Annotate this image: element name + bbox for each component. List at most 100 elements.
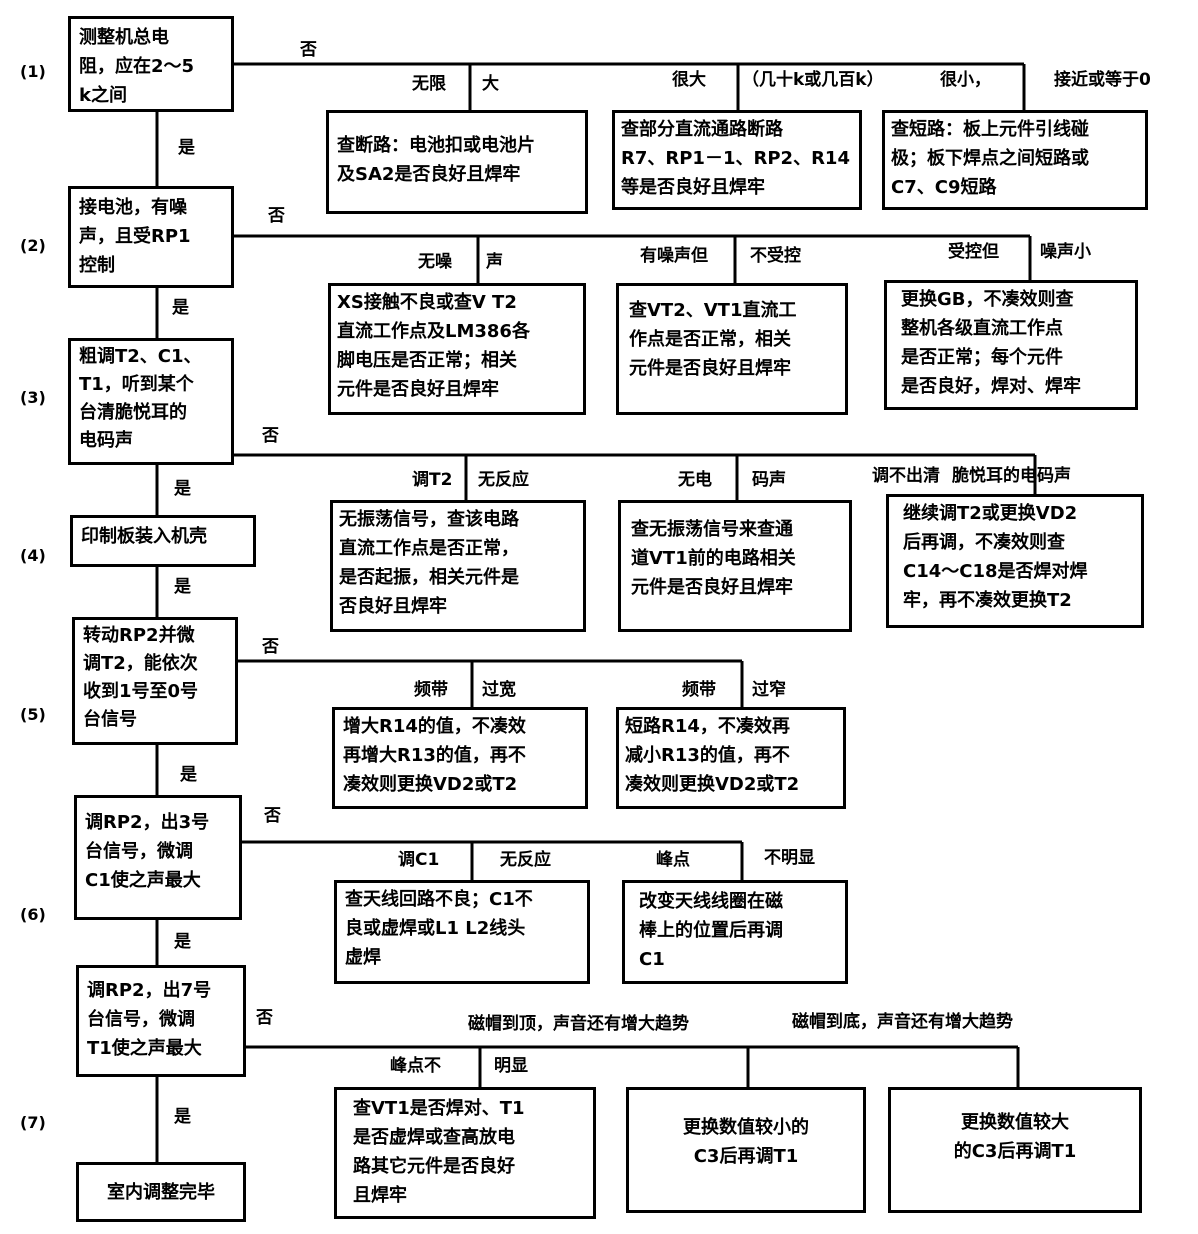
step-number-7: (7) (20, 1113, 46, 1132)
branch2-result-2-line: 查VT2、VT1直流工 (629, 300, 797, 321)
branch1-label-b: 大 (482, 74, 499, 94)
branch6-label-d: 不明显 (764, 848, 815, 868)
branch1-result-box-3: 查短路：板上元件引线碰 极；板下焊点之间短路或 C7、C9短路 (882, 110, 1148, 210)
branch7-result-box-2: 更换数值较小的 C3后再调T1 (626, 1087, 866, 1213)
branch3-label-a: 调T2 (412, 470, 453, 490)
main-step-3-line: 台清脆悦耳的 (79, 402, 187, 423)
branch1-label-f: 接近或等于0 (1054, 70, 1151, 90)
branch3-label-f: 脆悦耳的电码声 (952, 466, 1071, 486)
main-step-6-line: 调RP2，出3号 (85, 812, 210, 833)
branch6-label-c: 峰点 (656, 850, 690, 870)
main-step-5-line: 收到1号至0号 (83, 681, 199, 702)
main-step-1-line: k之间 (79, 85, 127, 106)
final-step-box: 室内调整完毕 (76, 1162, 246, 1222)
branch5-label-d: 过窄 (752, 680, 786, 700)
branch5-result-2-line: 减小R13的值，再不 (625, 745, 790, 766)
final-step-line: 室内调整完毕 (107, 1181, 215, 1203)
branch1-label-c: 很大 (672, 70, 706, 90)
branch1-result-2-line: 等是否良好且焊牢 (621, 177, 765, 198)
branch5-label-c: 频带 (682, 680, 716, 700)
branch3-result-1-line: 是否起振，相关元件是 (339, 567, 519, 588)
no-label-5: 否 (262, 637, 279, 657)
branch2-label-d: 不受控 (750, 246, 801, 266)
branch7-label-d: 磁帽到底，声音还有增大趋势 (792, 1012, 1013, 1032)
branch2-result-3-line: 是否良好，焊对、焊牢 (901, 376, 1081, 397)
main-step-4-line: 印制板装入机壳 (81, 526, 207, 547)
branch1-result-box-2: 查部分直流通路断路 R7、RP1－1、RP2、R14 等是否良好且焊牢 (612, 110, 862, 210)
yes-label-1: 是 (178, 138, 195, 158)
branch6-result-box-1: 查天线回路不良；C1不 良或虚焊或L1 L2线头 虚焊 (334, 880, 590, 984)
branch1-result-3-line: 极；板下焊点之间短路或 (891, 148, 1089, 169)
main-step-2-line: 声，且受RP1 (79, 226, 191, 247)
branch2-result-box-1: XS接触不良或查V T2 直流工作点及LM386各 脚电压是否正常；相关 元件是… (328, 283, 586, 415)
main-step-5-line: 台信号 (83, 709, 137, 730)
branch2-result-1-line: 脚电压是否正常；相关 (337, 350, 517, 371)
main-step-3-line: T1，听到某个 (79, 374, 194, 395)
step-number-4: (4) (20, 546, 46, 565)
branch1-result-box-1: 查断路：电池扣或电池片 及SA2是否良好且焊牢 (326, 110, 588, 214)
branch5-label-a: 频带 (414, 680, 448, 700)
main-step-5-line: 调T2，能依次 (83, 653, 198, 674)
step-number-2: (2) (20, 236, 46, 255)
branch3-result-1-line: 否良好且焊牢 (339, 596, 447, 617)
branch7-result-1-line: 是否虚焊或查高放电 (353, 1127, 515, 1148)
no-label-6: 否 (264, 806, 281, 826)
branch2-result-3-line: 更换GB，不凑效则查 (901, 289, 1074, 310)
branch2-label-b: 声 (486, 252, 503, 272)
branch1-result-3-line: 查短路：板上元件引线碰 (891, 119, 1089, 140)
step-number-5: (5) (20, 705, 46, 724)
branch2-label-f: 噪声小 (1040, 242, 1091, 262)
branch2-result-1-line: 元件是否良好且焊牢 (337, 379, 499, 400)
branch3-result-3-line: 继续调T2或更换VD2 (903, 503, 1078, 524)
branch3-result-2-line: 元件是否良好且焊牢 (631, 577, 793, 598)
main-step-2-box: 接电池，有噪 声，且受RP1 控制 (68, 186, 234, 288)
branch2-result-2-line: 元件是否良好且焊牢 (629, 358, 791, 379)
branch6-result-1-line: 良或虚焊或L1 L2线头 (345, 918, 526, 939)
branch3-result-3-line: 牢，再不凑效更换T2 (903, 590, 1072, 611)
branch7-label-a: 峰点不 (390, 1056, 441, 1076)
main-step-7-line: 调RP2，出7号 (87, 980, 212, 1001)
branch2-result-2-line: 作点是否正常，相关 (629, 329, 791, 350)
step-number-1: (1) (20, 62, 46, 81)
main-step-7-line: T1使之声最大 (87, 1038, 202, 1059)
yes-label-5: 是 (180, 765, 197, 785)
yes-label-3: 是 (174, 479, 191, 499)
no-label-2: 否 (268, 206, 285, 226)
branch7-label-b: 明显 (494, 1056, 528, 1076)
branch1-result-2-line: 查部分直流通路断路 (621, 119, 783, 140)
main-step-2-line: 接电池，有噪 (79, 197, 187, 218)
branch5-result-box-1: 增大R14的值，不凑效 再增大R13的值，再不 凑效则更换VD2或T2 (332, 707, 588, 809)
branch6-label-a: 调C1 (398, 850, 440, 870)
main-step-3-box: 粗调T2、C1、 T1，听到某个 台清脆悦耳的 电码声 (68, 338, 234, 465)
no-label-1: 否 (300, 40, 317, 60)
branch5-result-1-line: 凑效则更换VD2或T2 (343, 774, 518, 795)
branch5-result-1-line: 再增大R13的值，再不 (343, 745, 526, 766)
branch3-result-box-3: 继续调T2或更换VD2 后再调，不凑效则查 C14～C18是否焊对焊 牢，再不凑… (886, 494, 1144, 628)
branch5-label-b: 过宽 (482, 680, 516, 700)
main-step-3-line: 电码声 (79, 430, 133, 451)
branch1-label-e: 很小， (940, 70, 991, 90)
branch3-result-box-1: 无振荡信号，查该电路 直流工作点是否正常， 是否起振，相关元件是 否良好且焊牢 (330, 500, 586, 632)
branch3-result-1-line: 无振荡信号，查该电路 (339, 509, 519, 530)
branch3-label-e: 调不出清 (872, 466, 940, 486)
main-step-2-line: 控制 (79, 255, 115, 276)
main-step-3-line: 粗调T2、C1、 (79, 346, 202, 367)
branch2-result-box-3: 更换GB，不凑效则查 整机各级直流工作点 是否正常；每个元件 是否良好，焊对、焊… (884, 280, 1138, 410)
branch2-result-box-2: 查VT2、VT1直流工 作点是否正常，相关 元件是否良好且焊牢 (616, 283, 848, 415)
branch6-result-1-line: 虚焊 (345, 947, 381, 968)
yes-label-6: 是 (174, 932, 191, 952)
branch7-label-c: 磁帽到顶，声音还有增大趋势 (468, 1014, 689, 1034)
no-label-7: 否 (256, 1008, 273, 1028)
branch6-result-box-2: 改变天线线圈在磁 棒上的位置后再调 C1 (622, 880, 848, 984)
yes-label-7: 是 (174, 1107, 191, 1127)
main-step-7-line: 台信号，微调 (87, 1009, 195, 1030)
branch7-result-2-line: C3后再调T1 (693, 1146, 799, 1167)
branch5-result-2-line: 凑效则更换VD2或T2 (625, 774, 800, 795)
branch2-label-c: 有噪声但 (640, 246, 708, 266)
branch7-result-box-1: 查VT1是否焊对、T1 是否虚焊或查高放电 路其它元件是否良好 且焊牢 (334, 1087, 596, 1219)
branch2-result-1-line: XS接触不良或查V T2 (337, 292, 517, 313)
branch7-result-3-line: 更换数值较大 (961, 1112, 1069, 1133)
yes-label-2: 是 (172, 298, 189, 318)
branch2-result-3-line: 是否正常；每个元件 (901, 347, 1063, 368)
